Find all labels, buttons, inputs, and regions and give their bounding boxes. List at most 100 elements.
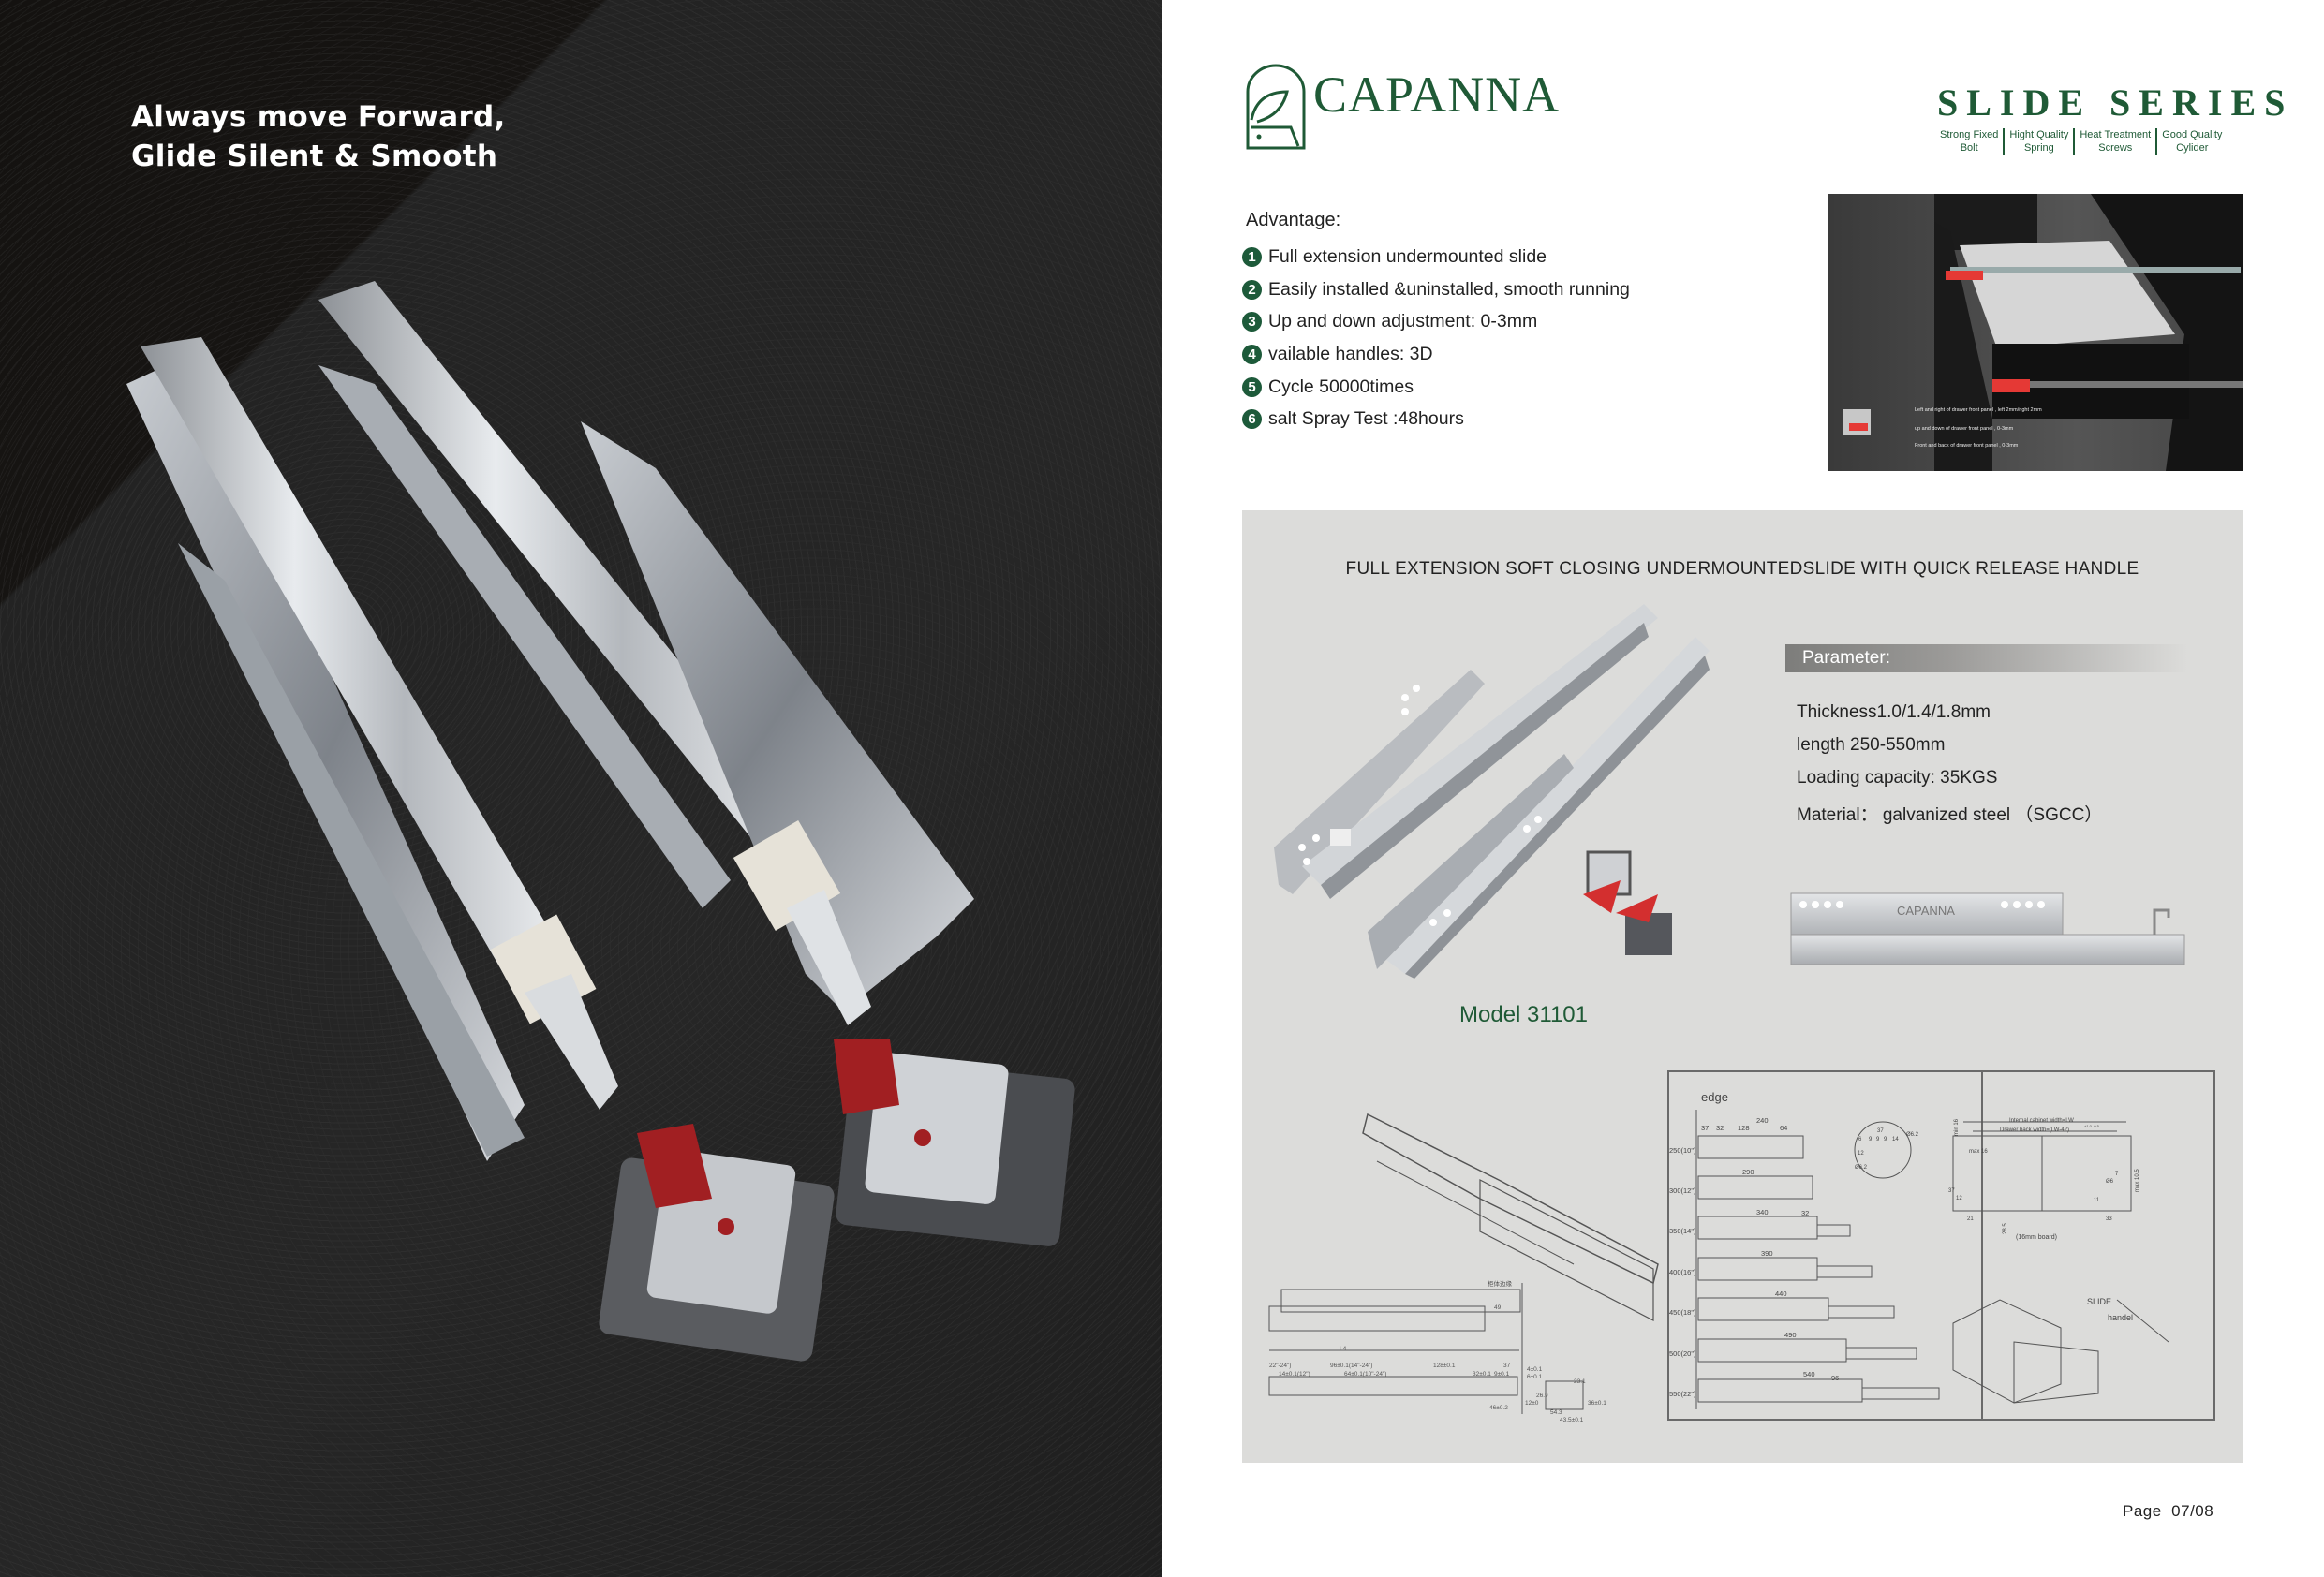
svg-text:handel: handel	[2108, 1313, 2133, 1322]
svg-text:26.9: 26.9	[1536, 1393, 1548, 1399]
svg-text:240: 240	[1756, 1116, 1769, 1125]
drawing-divider	[1981, 1070, 1983, 1421]
parameter-item: Material： galvanized steel （SGCC）	[1797, 805, 2103, 825]
svg-text:490: 490	[1784, 1331, 1797, 1339]
svg-text:4±0.1: 4±0.1	[1527, 1366, 1543, 1373]
svg-text:14: 14	[1892, 1137, 1899, 1142]
svg-text:Drawer back width=(LW-42): Drawer back width=(LW-42)	[2000, 1127, 2069, 1133]
svg-text:max 10.5: max 10.5	[2135, 1169, 2140, 1192]
svg-text:32: 32	[1716, 1124, 1724, 1132]
number-bullet-icon: 2	[1242, 279, 1262, 300]
svg-text:柜体边缘: 柜体边缘	[1488, 1279, 1513, 1288]
series-title: SLIDE SERIES	[1937, 81, 2294, 124]
drawing-frame	[1667, 1070, 2215, 1421]
edge-label: edge	[1701, 1090, 1728, 1104]
page-number: Page 07/08	[2123, 1502, 2214, 1520]
size-chart-drawing: edge 250(10") 300(12") 350(14") 400(16")…	[1669, 1090, 2169, 1409]
svg-text:54.3: 54.3	[1550, 1409, 1562, 1416]
svg-text:450(18"): 450(18")	[1669, 1308, 1696, 1317]
parameter-header: Parameter:	[1785, 644, 2188, 672]
number-bullet-icon: 4	[1242, 344, 1262, 364]
svg-text:37: 37	[1948, 1188, 1955, 1194]
svg-text:540: 540	[1803, 1370, 1815, 1378]
svg-text:33: 33	[2106, 1216, 2112, 1222]
svg-text:390: 390	[1761, 1249, 1773, 1258]
svg-text:6±0.1: 6±0.1	[1527, 1374, 1543, 1380]
parameter-item: Loading capacity: 35KGS	[1797, 768, 1998, 788]
svg-text:12±0: 12±0	[1525, 1400, 1539, 1407]
svg-text:22"-24"): 22"-24")	[1269, 1363, 1291, 1369]
slide-dimension-drawing: 柜体边缘 49 L4 22"-24") 96±0.1(14"-24") 128±…	[1268, 1113, 1659, 1423]
svg-text:37: 37	[1877, 1128, 1884, 1134]
slide-side-view-image: CAPANNA	[1790, 892, 2185, 965]
svg-text:340: 340	[1756, 1208, 1769, 1216]
svg-text:440: 440	[1775, 1290, 1787, 1298]
svg-text:12: 12	[1956, 1196, 1962, 1201]
number-bullet-icon: 3	[1242, 312, 1262, 332]
svg-text:550(22"): 550(22")	[1669, 1390, 1696, 1398]
svg-text:9: 9	[1869, 1137, 1873, 1142]
number-bullet-icon: 1	[1242, 246, 1262, 267]
svg-text:28.5: 28.5	[2003, 1223, 2008, 1234]
svg-text:11: 11	[2094, 1198, 2100, 1203]
svg-text:9±0.1: 9±0.1	[1494, 1371, 1510, 1378]
quick-release-handle-right	[834, 1039, 1075, 1246]
svg-text:96±0.1(14"-24"): 96±0.1(14"-24")	[1330, 1363, 1372, 1369]
svg-text:min 16: min 16	[1954, 1118, 1960, 1136]
svg-text:23.1: 23.1	[1574, 1378, 1586, 1385]
svg-text:300(12"): 300(12")	[1669, 1186, 1696, 1195]
photo-callout: Front and back of drawer front panel , 0…	[1915, 443, 2019, 449]
slide-rail-back	[318, 281, 974, 1025]
svg-text:128±0.1: 128±0.1	[1433, 1363, 1456, 1369]
slide-brand-mark: CAPANNA	[1897, 904, 1955, 918]
slide-rail-front	[126, 337, 618, 1161]
svg-text:350(14"): 350(14")	[1669, 1227, 1696, 1235]
product-title: FULL EXTENSION SOFT CLOSING UNDERMOUNTED…	[1345, 559, 2139, 579]
svg-text:(16mm board): (16mm board)	[2016, 1234, 2057, 1241]
svg-text:37: 37	[1701, 1124, 1709, 1132]
svg-text:12: 12	[1858, 1151, 1864, 1157]
svg-text:Ø6.2: Ø6.2	[1855, 1165, 1868, 1171]
svg-text:L4: L4	[1340, 1346, 1347, 1352]
number-bullet-icon: 6	[1242, 409, 1262, 430]
drawer-photo: Left and right of drawer front panel , l…	[1828, 194, 2243, 471]
svg-text:Ø6.2: Ø6.2	[1906, 1132, 1919, 1138]
parameter-list: Thickness1.0/1.4/1.8mm length 250-550mm …	[1797, 702, 2102, 833]
parameter-item: Thickness1.0/1.4/1.8mm	[1797, 702, 1991, 722]
svg-text:32: 32	[1801, 1209, 1809, 1217]
svg-text:400(16"): 400(16")	[1669, 1268, 1696, 1276]
svg-text:36±0.1: 36±0.1	[1588, 1400, 1606, 1407]
svg-text:14±0.1(12"): 14±0.1(12")	[1279, 1371, 1310, 1378]
quick-release-handle-left	[599, 1124, 835, 1362]
product-slides-image	[1274, 604, 1710, 979]
svg-text:21: 21	[1967, 1216, 1974, 1222]
svg-text:37: 37	[1503, 1363, 1511, 1369]
model-number: Model 31101	[1459, 1002, 1588, 1027]
svg-text:32±0.1: 32±0.1	[1473, 1371, 1491, 1378]
hero-slides-image	[126, 281, 1075, 1362]
svg-text:SLIDE: SLIDE	[2087, 1297, 2111, 1306]
svg-text:49: 49	[1494, 1304, 1502, 1311]
svg-text:6: 6	[1858, 1137, 1862, 1142]
handle-pair-icon	[1583, 850, 1672, 955]
svg-text:64±0.1(10"-24"): 64±0.1(10"-24")	[1344, 1371, 1386, 1378]
svg-text:43.5±0.1: 43.5±0.1	[1560, 1417, 1584, 1423]
photo-callout: Left and right of drawer front panel , l…	[1915, 407, 2042, 413]
number-bullet-icon: 5	[1242, 376, 1262, 397]
svg-text:64: 64	[1780, 1124, 1787, 1132]
photo-callout: up and down of drawer front panel , 0-3m…	[1915, 426, 2014, 432]
svg-text:7: 7	[2115, 1172, 2119, 1177]
capanna-logo-icon	[1246, 64, 1306, 150]
parameter-item: length 250-550mm	[1797, 735, 1946, 755]
